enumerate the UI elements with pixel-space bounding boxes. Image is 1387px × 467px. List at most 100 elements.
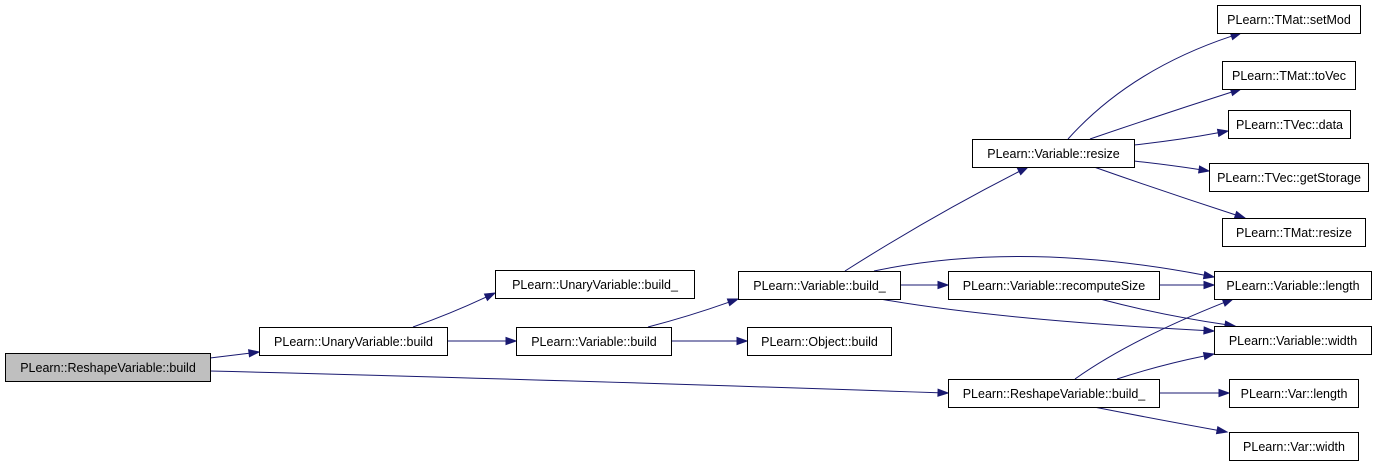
arrowhead-icon (1215, 426, 1229, 435)
arrowhead-icon (505, 336, 518, 346)
node-var_length[interactable]: PLearn::Var::length (1229, 379, 1359, 408)
edge-variable_recomputesize-to-variable_length (1159, 280, 1216, 290)
arrowhead-icon (937, 280, 950, 290)
node-label: PLearn::Object::build (761, 335, 878, 349)
node-unary_build_[interactable]: PLearn::UnaryVariable::build_ (495, 270, 695, 299)
node-box (1228, 110, 1351, 139)
edge-variable_build-to-variable_build_ (647, 298, 740, 328)
node-box (516, 327, 672, 356)
node-label: PLearn::Var::width (1243, 440, 1345, 454)
node-box (1214, 271, 1372, 300)
node-variable_width[interactable]: PLearn::Variable::width (1214, 326, 1372, 355)
arrowhead-icon (248, 349, 261, 358)
node-box (738, 271, 901, 300)
edge-variable_build_-to-variable_resize (844, 166, 1030, 272)
node-label: PLearn::ReshapeVariable::build (20, 361, 196, 375)
edge-line (1074, 302, 1224, 380)
edge-reshape_build-to-unary_build (209, 349, 261, 359)
edge-reshape_build_-to-variable_width (1116, 352, 1216, 380)
node-unary_build[interactable]: PLearn::UnaryVariable::build (259, 327, 448, 356)
node-label: PLearn::Variable::resize (987, 147, 1120, 161)
node-label: PLearn::UnaryVariable::build_ (512, 278, 679, 292)
edge-variable_build_-to-variable_width (879, 298, 1216, 335)
node-label: PLearn::Variable::recomputeSize (963, 279, 1146, 293)
node-label: PLearn::Variable::width (1229, 334, 1357, 348)
node-label: PLearn::Variable::build_ (753, 279, 887, 293)
arrowhead-icon (1016, 166, 1030, 176)
edge-line (1133, 132, 1219, 146)
node-variable_build[interactable]: PLearn::Variable::build (516, 327, 672, 356)
node-box (1222, 218, 1366, 247)
arrowhead-icon (483, 292, 497, 302)
node-tvec_getstorage[interactable]: PLearn::TVec::getStorage (1209, 163, 1369, 192)
node-label: PLearn::TMat::resize (1236, 226, 1352, 240)
node-box (1229, 432, 1359, 461)
node-object_build[interactable]: PLearn::Object::build (747, 327, 892, 356)
node-reshape_build_[interactable]: PLearn::ReshapeVariable::build_ (948, 379, 1160, 408)
edge-variable_resize-to-tmat_setmod (1067, 32, 1243, 140)
node-box (1222, 61, 1356, 90)
node-variable_length[interactable]: PLearn::Variable::length (1214, 271, 1372, 300)
node-box (1217, 5, 1361, 34)
node-box (972, 139, 1135, 168)
node-variable_build_[interactable]: PLearn::Variable::build_ (738, 271, 901, 300)
arrowhead-icon (1203, 280, 1216, 290)
edge-line (1133, 160, 1200, 170)
node-box (1229, 379, 1359, 408)
arrowhead-icon (1216, 128, 1230, 138)
edge-variable_resize-to-tvec_data (1133, 128, 1230, 146)
arrowhead-icon (937, 388, 950, 397)
edge-variable_build_-to-variable_recomputesize (900, 280, 950, 290)
edge-line (1099, 298, 1226, 325)
edge-line (879, 298, 1205, 331)
node-label: PLearn::UnaryVariable::build (274, 335, 433, 349)
node-reshape_build[interactable]: PLearn::ReshapeVariable::build (5, 353, 211, 382)
edge-line (209, 370, 939, 394)
edge-unary_build-to-variable_build (446, 336, 518, 346)
arrowhead-icon (1203, 326, 1216, 335)
node-tmat_tovec[interactable]: PLearn::TMat::toVec (1222, 61, 1356, 90)
node-box (5, 353, 211, 382)
edge-line (1093, 406, 1218, 431)
node-label: PLearn::TMat::setMod (1227, 13, 1351, 27)
arrowhead-icon (1221, 298, 1235, 307)
edge-variable_resize-to-tvec_getstorage (1133, 160, 1211, 174)
edge-reshape_build_-to-variable_length (1074, 298, 1235, 380)
node-layer: PLearn::ReshapeVariable::build PLearn::Un… (5, 5, 1372, 461)
node-box (1209, 163, 1369, 192)
edge-reshape_build_-to-var_width (1093, 406, 1229, 435)
edge-variable_recomputesize-to-variable_width (1099, 298, 1237, 329)
node-box (495, 270, 695, 299)
arrowhead-icon (1218, 388, 1231, 398)
node-label: PLearn::TVec::data (1236, 118, 1343, 132)
edge-line (1093, 166, 1236, 216)
edge-layer (209, 32, 1247, 435)
edge-line (1116, 355, 1205, 380)
node-box (1214, 326, 1372, 355)
node-label: PLearn::TMat::toVec (1232, 69, 1346, 83)
arrowhead-icon (1202, 270, 1216, 280)
edge-line (1089, 91, 1232, 140)
node-variable_recomputesize[interactable]: PLearn::Variable::recomputeSize (948, 271, 1160, 300)
node-tvec_data[interactable]: PLearn::TVec::data (1228, 110, 1351, 139)
node-tmat_resize[interactable]: PLearn::TMat::resize (1222, 218, 1366, 247)
edge-line (209, 352, 250, 359)
node-box (948, 271, 1160, 300)
node-tmat_setmod[interactable]: PLearn::TMat::setMod (1217, 5, 1361, 34)
node-box (948, 379, 1160, 408)
edge-variable_build_-to-variable_length (873, 255, 1216, 280)
node-box (747, 327, 892, 356)
node-label: PLearn::Variable::length (1226, 279, 1359, 293)
arrowhead-icon (1198, 165, 1211, 174)
arrowhead-icon (1202, 352, 1216, 361)
edge-variable_build-to-object_build (670, 336, 749, 346)
arrowhead-icon (726, 298, 740, 307)
arrowhead-icon (736, 336, 749, 346)
node-variable_resize[interactable]: PLearn::Variable::resize (972, 139, 1135, 168)
edge-reshape_build_-to-var_length (1159, 388, 1231, 398)
node-var_width[interactable]: PLearn::Var::width (1229, 432, 1359, 461)
edge-line (647, 301, 729, 328)
node-label: PLearn::Var::length (1241, 387, 1348, 401)
node-label: PLearn::ReshapeVariable::build_ (963, 387, 1147, 401)
